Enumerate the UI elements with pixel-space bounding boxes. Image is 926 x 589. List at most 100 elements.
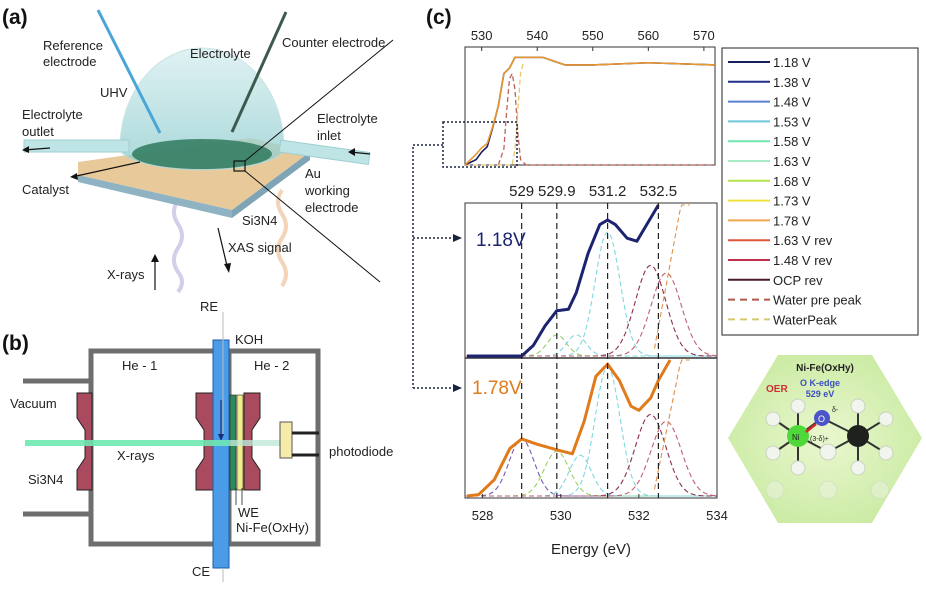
xray-beam-transmitted xyxy=(230,440,280,446)
ni-atom xyxy=(787,425,809,447)
label-he1: He - 1 xyxy=(122,358,157,373)
panel-a-label: (a) xyxy=(2,6,28,29)
label-reference: Reference xyxy=(43,38,103,53)
reference-electrode-rod xyxy=(96,9,162,134)
legend-entry: 1.63 V xyxy=(773,154,811,169)
detail-tick-label: 530 xyxy=(550,508,572,523)
si3n4-window-left xyxy=(76,392,93,491)
x-axis-label: Energy (eV) xyxy=(551,541,631,558)
label-photodiode: photodiode xyxy=(329,444,393,459)
panel-a: (a) Reference electrode Electroly xyxy=(2,6,394,294)
outlet-arrowhead xyxy=(22,146,29,153)
legend-entry: WaterPeak xyxy=(773,312,837,327)
active-oxygen-atom xyxy=(814,410,830,426)
si3n4-substrate-side xyxy=(78,175,232,218)
inset-edge-2: 529 eV xyxy=(806,389,835,399)
fe-atom xyxy=(847,425,869,447)
legend-entry: 1.48 V rev xyxy=(773,253,833,268)
peak-label: 529.9 xyxy=(538,183,576,200)
inset-ni: Ni xyxy=(792,433,800,442)
catalyst-pointer xyxy=(71,161,141,178)
detail-tick-label: 532 xyxy=(628,508,650,523)
si3n4-substrate-side2 xyxy=(232,152,310,218)
panel-c-label: (c) xyxy=(426,6,452,29)
overview-dashed-water-pre-peak xyxy=(497,71,715,166)
overview-tick-label: 530 xyxy=(471,28,493,43)
overview-dashed-waterpeak xyxy=(465,62,524,166)
label-koh: KOH xyxy=(235,332,263,347)
inset-o: O xyxy=(818,414,825,424)
detail-tick-label: 534 xyxy=(706,508,728,523)
photodiode xyxy=(279,421,293,459)
fit-component-curve xyxy=(465,420,718,497)
legend-entry: OCP rev xyxy=(773,273,823,288)
legend-entry: 1.18 V xyxy=(773,55,811,70)
label-x-rays-b: X-rays xyxy=(117,448,155,463)
xray-arrowhead xyxy=(151,254,159,262)
overview-tick-label: 550 xyxy=(582,28,604,43)
label-au-2: working xyxy=(304,183,350,198)
label-reference-2: electrode xyxy=(43,54,96,69)
peak-label: 532.5 xyxy=(640,183,678,200)
legend-entry: 1.48 V xyxy=(773,95,811,110)
label-outlet: Electrolyte xyxy=(22,107,83,122)
overview-tick-label: 570 xyxy=(693,28,715,43)
xas-arrowhead xyxy=(224,263,231,273)
zoom-line-bottom xyxy=(244,170,381,283)
label-outlet-2: outlet xyxy=(22,124,54,139)
spectrum-1-78v xyxy=(466,359,672,498)
legend-entry: 1.73 V xyxy=(773,194,811,209)
overview-series-line xyxy=(464,56,716,166)
legend: 1.18 V 1.38 V 1.48 V 1.53 V 1.58 V 1.63 V 1.68… xyxy=(721,47,919,336)
label-he2: He - 2 xyxy=(254,358,289,373)
label-1-18v: 1.18V xyxy=(476,230,526,251)
label-au-3: electrode xyxy=(305,200,358,215)
electrolyte-inlet-tube xyxy=(278,139,371,166)
zoom-region-box xyxy=(442,121,518,168)
inset-delta: δ- xyxy=(832,407,839,414)
inset-edge-1: O K-edge xyxy=(800,378,840,388)
inset-charge: (3-δ)+ xyxy=(810,436,829,443)
label-x-rays: X-rays xyxy=(107,267,145,282)
legend-entry: 1.53 V xyxy=(773,114,811,129)
zoom-line-top xyxy=(244,39,394,162)
legend-entry: 1.68 V xyxy=(773,174,811,189)
xray-beam xyxy=(25,440,230,446)
catalyst-disc xyxy=(132,139,272,169)
overview-tick-label: 560 xyxy=(637,28,659,43)
xas-arrow xyxy=(217,227,229,271)
label-nife: Ni-Fe(OxHy) xyxy=(236,520,309,535)
label-inlet-2: inlet xyxy=(317,128,341,143)
label-uhv: UHV xyxy=(100,85,128,100)
xas-wave-right xyxy=(276,188,288,288)
legend-entry: 1.78 V xyxy=(773,213,811,228)
detail-plot-frame xyxy=(464,202,718,499)
label-re: RE xyxy=(200,299,218,314)
panel-b-label: (b) xyxy=(2,332,29,355)
legend-entry: 1.38 V xyxy=(773,75,811,90)
label-1-78v: 1.78V xyxy=(472,378,522,399)
arrowhead-118 xyxy=(453,234,462,242)
panel-b: (b) RE KOH He - 1 He - 2 Vacuum X-rays S… xyxy=(2,299,393,582)
peak-label: 531.2 xyxy=(589,183,627,200)
catalyst-pointer-head xyxy=(70,173,78,180)
water-pre-peak-tail xyxy=(653,204,690,349)
arrowhead-178 xyxy=(453,384,462,392)
label-counter-electrode: Counter electrode xyxy=(282,35,385,50)
koh-channel xyxy=(212,339,230,569)
fit-component-curve xyxy=(465,438,717,497)
legend-entry: 1.58 V xyxy=(773,134,811,149)
flow-arrowhead xyxy=(218,434,224,441)
label-au: Au xyxy=(305,166,321,181)
legend-frame xyxy=(721,47,919,336)
legend-entry: 1.63 V rev xyxy=(773,233,833,248)
charge-transfer-arrow xyxy=(805,423,817,433)
label-catalyst: Catalyst xyxy=(22,182,69,197)
zoom-connector xyxy=(412,144,443,388)
label-si3n4-b: Si3N4 xyxy=(28,472,63,487)
counter-electrode-rod xyxy=(230,11,288,133)
inset-title: Ni-Fe(OxHy) xyxy=(796,363,854,374)
